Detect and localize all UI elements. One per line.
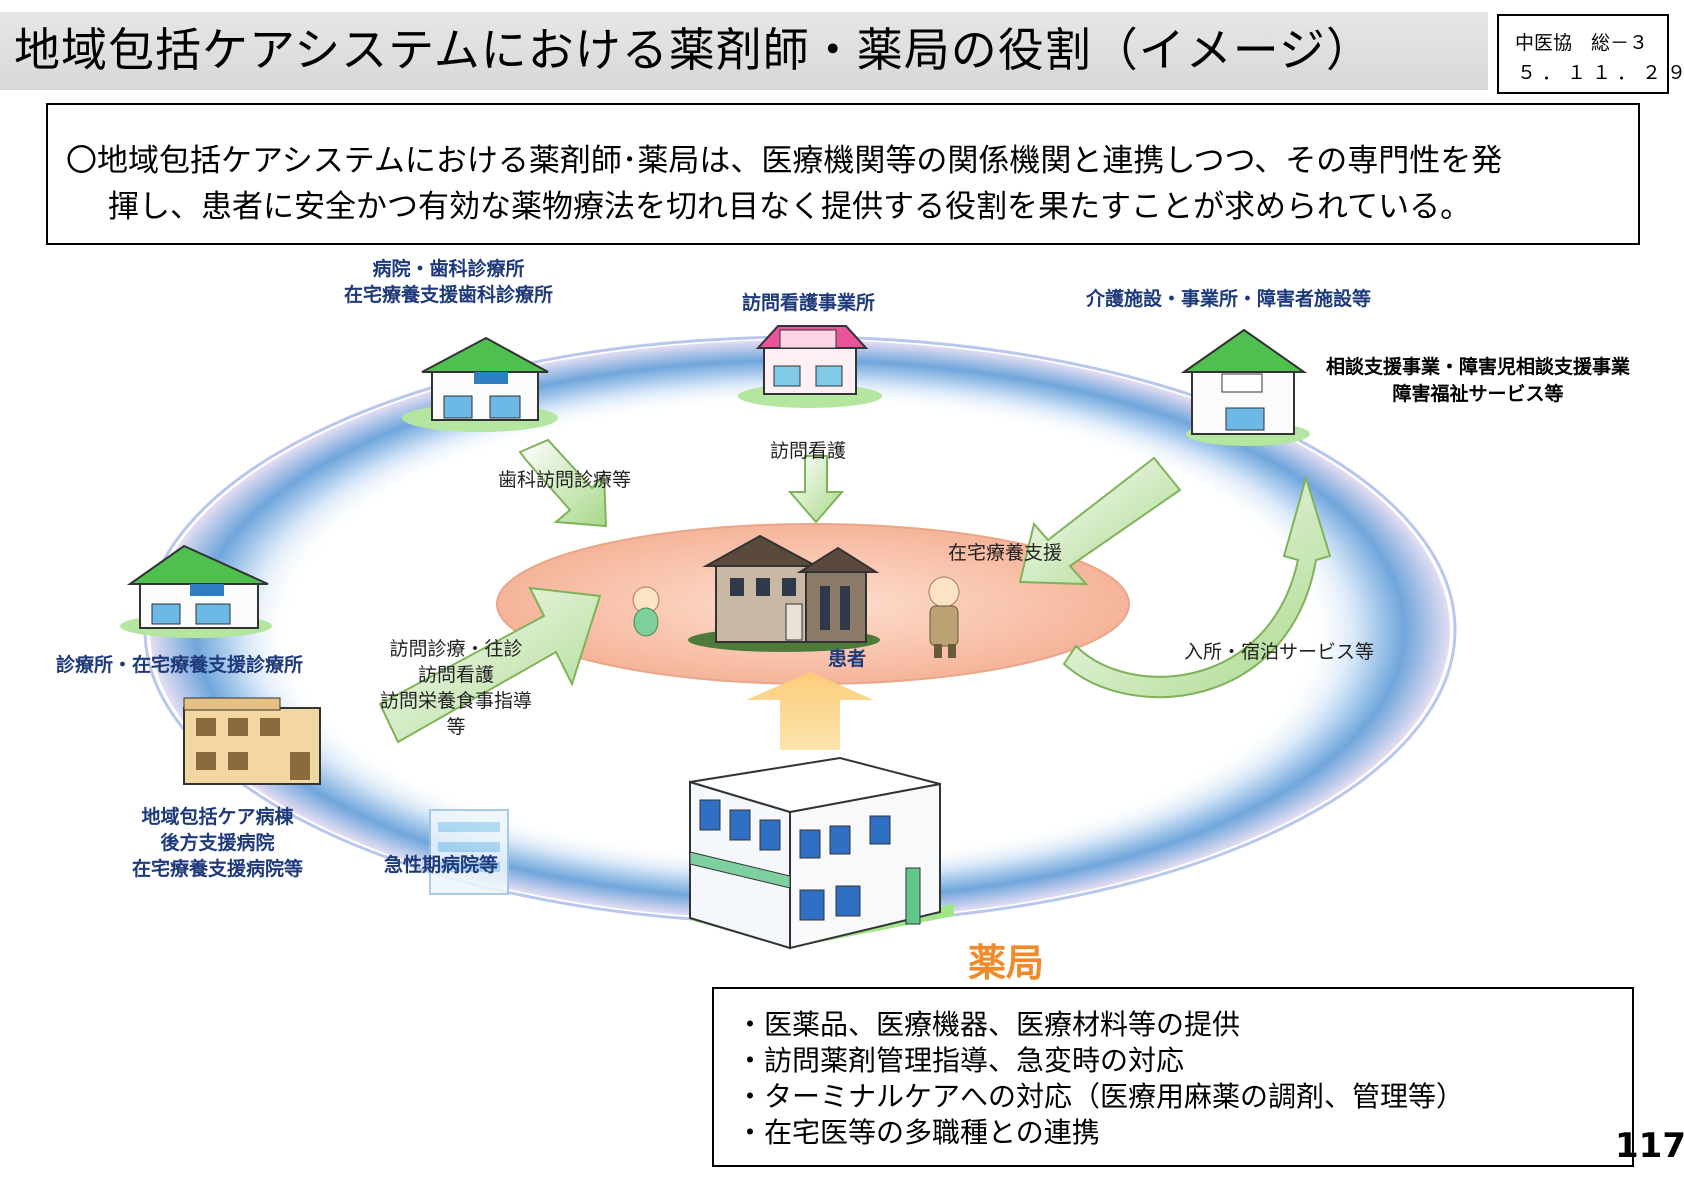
clinic-services-label-line-4: 等 — [446, 716, 466, 738]
meeting-date: ５．１１．２９ — [1517, 62, 1684, 84]
title-bar — [0, 12, 1488, 90]
community-ward-label-line-1: 地域包括ケア病棟 — [141, 806, 294, 828]
community-ward-building-icon — [183, 697, 321, 785]
community-ward-label-line-2: 後方支援病院 — [160, 832, 275, 854]
baby-figure-icon — [632, 586, 660, 637]
visiting-nursing-office-label: 訪問看護事業所 — [742, 292, 876, 314]
visit-nursing-label: 訪問看護 — [770, 440, 847, 462]
community-ward-label: 地域包括ケア病棟 後方支援病院 在宅療養支援病院等 — [132, 804, 303, 882]
pharmacy-label: 薬局 — [968, 941, 1045, 985]
hospital-dental-house-icon — [402, 336, 558, 432]
admission-services-arrow — [1062, 474, 1332, 699]
pharmacy-service-item: ・在宅医等の多職種との連携 — [736, 1116, 1100, 1149]
clinic-services-arrow — [378, 586, 602, 744]
hospital-dental-label-line-1: 病院・歯科診療所 — [372, 258, 525, 280]
hospital-dental-label: 病院・歯科診療所 在宅療養支援歯科診療所 — [344, 256, 553, 308]
page-title: 地域包括ケアシステムにおける薬剤師・薬局の役割（イメージ） — [14, 23, 1373, 77]
community-ward-label-line-3: 在宅療養支援病院等 — [132, 858, 304, 880]
home-care-support-arrow — [1018, 456, 1182, 586]
summary-box: 〇地域包括ケアシステムにおける薬剤師･薬局は、医療機関等の関係機関と連携しつつ、… — [46, 103, 1640, 245]
home-care-support-label: 在宅療養支援 — [948, 542, 1063, 564]
clinic-services-label-line-3: 訪問栄養食事指導 — [380, 690, 533, 712]
dental-visit-label: 歯科訪問診療等 — [498, 469, 632, 491]
pharmacy-service-item: ・医薬品、医療機器、医療材料等の提供 — [736, 1008, 1241, 1041]
clinic-services-label-line-1: 訪問診療・往診 — [389, 638, 523, 660]
clinic-services-label-line-2: 訪問看護 — [418, 664, 495, 686]
summary-line-1: 〇地域包括ケアシステムにおける薬剤師･薬局は、医療機関等の関係機関と連携しつつ、… — [66, 143, 1503, 179]
pharmacy-service-item: ・ターミナルケアへの対応（医療用麻薬の調剤、管理等） — [736, 1080, 1465, 1113]
admission-services-label: 入所・宿泊サービス等 — [1184, 641, 1375, 663]
care-facilities-label: 介護施設・事業所・障害者施設等 — [1086, 288, 1372, 310]
care-facility-house-icon — [1180, 328, 1310, 446]
patient-label: 患者 — [828, 648, 867, 670]
patient-home-house-icon — [688, 534, 880, 652]
clinic-label: 診療所・在宅療養支援診療所 — [56, 654, 304, 676]
clinic-house-icon — [120, 544, 272, 638]
dental-visit-arrow — [518, 438, 608, 528]
meeting-info-box: 中医協 総－３ ５．１１．２９ — [1497, 14, 1684, 94]
pharmacy-building-icon — [689, 756, 954, 950]
consultation-support-label-line-1: 相談支援事業・障害児相談支援事業 — [1326, 356, 1631, 378]
clinic-services-label: 訪問診療・往診 訪問看護 訪問栄養食事指導 等 — [380, 636, 532, 740]
consultation-support-label: 相談支援事業・障害児相談支援事業 障害福祉サービス等 — [1326, 354, 1630, 408]
hospital-dental-label-line-2: 在宅療養支援歯科診療所 — [344, 284, 554, 306]
summary-line-2: 揮し、患者に安全かつ有効な薬物療法を切れ目なく提供する役割を果たすことが求められ… — [108, 189, 1472, 225]
page-number: 117 — [1615, 1126, 1684, 1166]
elderly-figure-icon — [928, 576, 960, 658]
pharmacy-up-arrow — [746, 672, 874, 750]
acute-hospital-building-icon — [429, 809, 509, 895]
visiting-nursing-house-icon — [738, 325, 882, 408]
meeting-id: 中医協 総－３ — [1515, 32, 1649, 54]
pharmacy-service-item: ・訪問薬剤管理指導、急変時の対応 — [736, 1044, 1185, 1077]
pharmacy-services-box: ・医薬品、医療機器、医療材料等の提供 ・訪問薬剤管理指導、急変時の対応 ・ターミ… — [712, 987, 1634, 1167]
consultation-support-label-line-2: 障害福祉サービス等 — [1392, 383, 1564, 405]
visit-nursing-arrow — [787, 455, 845, 524]
acute-hospital-label: 急性期病院等 — [384, 854, 499, 876]
